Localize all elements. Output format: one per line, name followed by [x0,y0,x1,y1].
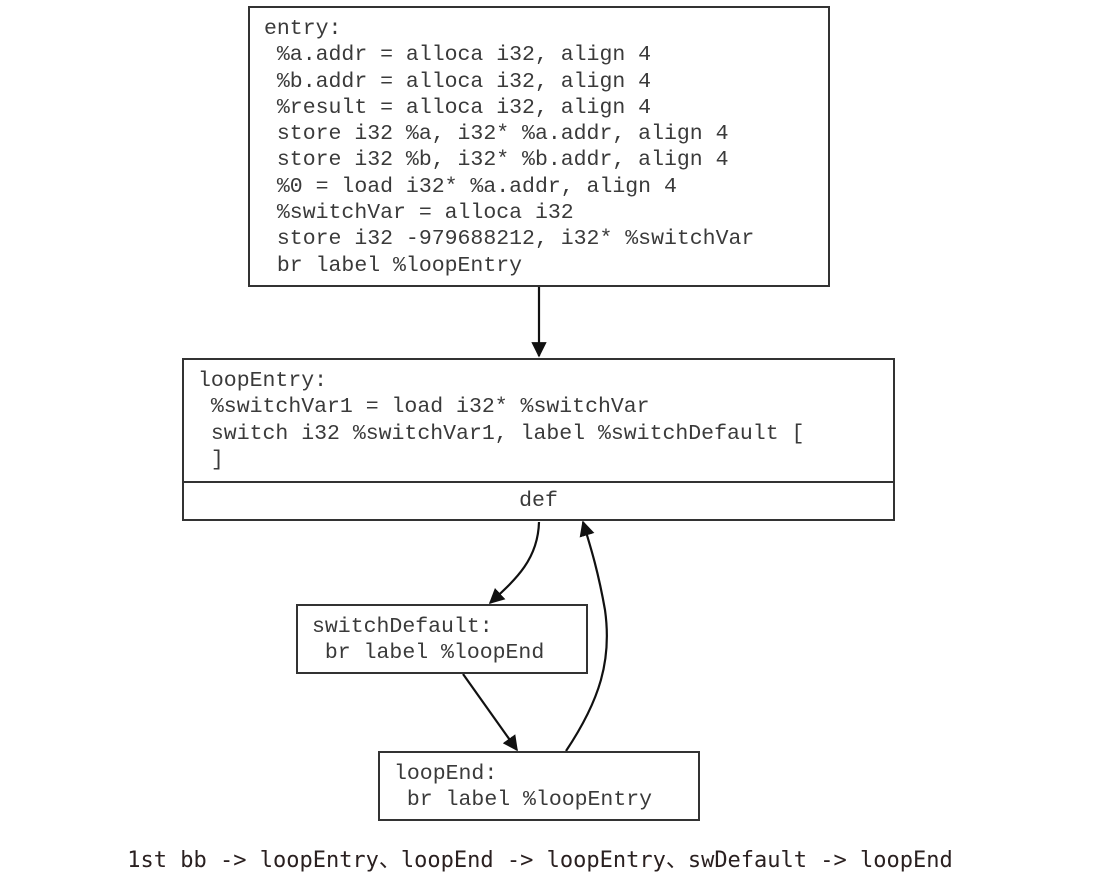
node-loopentry-def-port: def [184,481,893,519]
node-loopend-label: loopEnd: [394,762,498,786]
node-loopentry-label: loopEntry: [198,369,328,393]
node-loopend: loopEnd: br label %loopEntry [378,751,700,821]
node-switchdefault: switchDefault: br label %loopEnd [296,604,588,674]
node-switchdefault-label: switchDefault: [312,615,493,639]
instruction-line: %result = alloca i32, align 4 [264,95,652,120]
instruction-line: %switchVar = alloca i32 [264,201,574,226]
node-entry: entry: %a.addr = alloca i32, align 4 %b.… [248,6,830,287]
instruction-line: ] [198,447,224,472]
instruction-line: %a.addr = alloca i32, align 4 [264,43,652,68]
instruction-line: store i32 %a, i32* %a.addr, align 4 [264,122,729,147]
edge-loopentry-def-to-switchdefault [488,521,541,605]
instruction-line: %switchVar1 = load i32* %switchVar [198,395,650,420]
caption: 1st bb -> loopEntry、loopEnd -> loopEntry… [127,848,953,873]
edge-loopend-to-loopentry-def [565,520,608,752]
instruction-line: store i32 %b, i32* %b.addr, align 4 [264,148,729,173]
edge-switchdefault-to-loopend [462,673,518,752]
node-entry-label: entry: [264,17,342,41]
instruction-line: br label %loopEnd [312,641,545,666]
instruction-line: br label %loopEntry [394,788,653,813]
node-loopentry: loopEntry: %switchVar1 = load i32* %swit… [182,358,895,521]
instruction-line: br label %loopEntry [264,253,523,278]
instruction-line: %0 = load i32* %a.addr, align 4 [264,174,677,199]
instruction-line: switch i32 %switchVar1, label %switchDef… [198,421,805,446]
instruction-line: store i32 -979688212, i32* %switchVar [264,227,755,252]
instruction-line: %b.addr = alloca i32, align 4 [264,69,652,94]
